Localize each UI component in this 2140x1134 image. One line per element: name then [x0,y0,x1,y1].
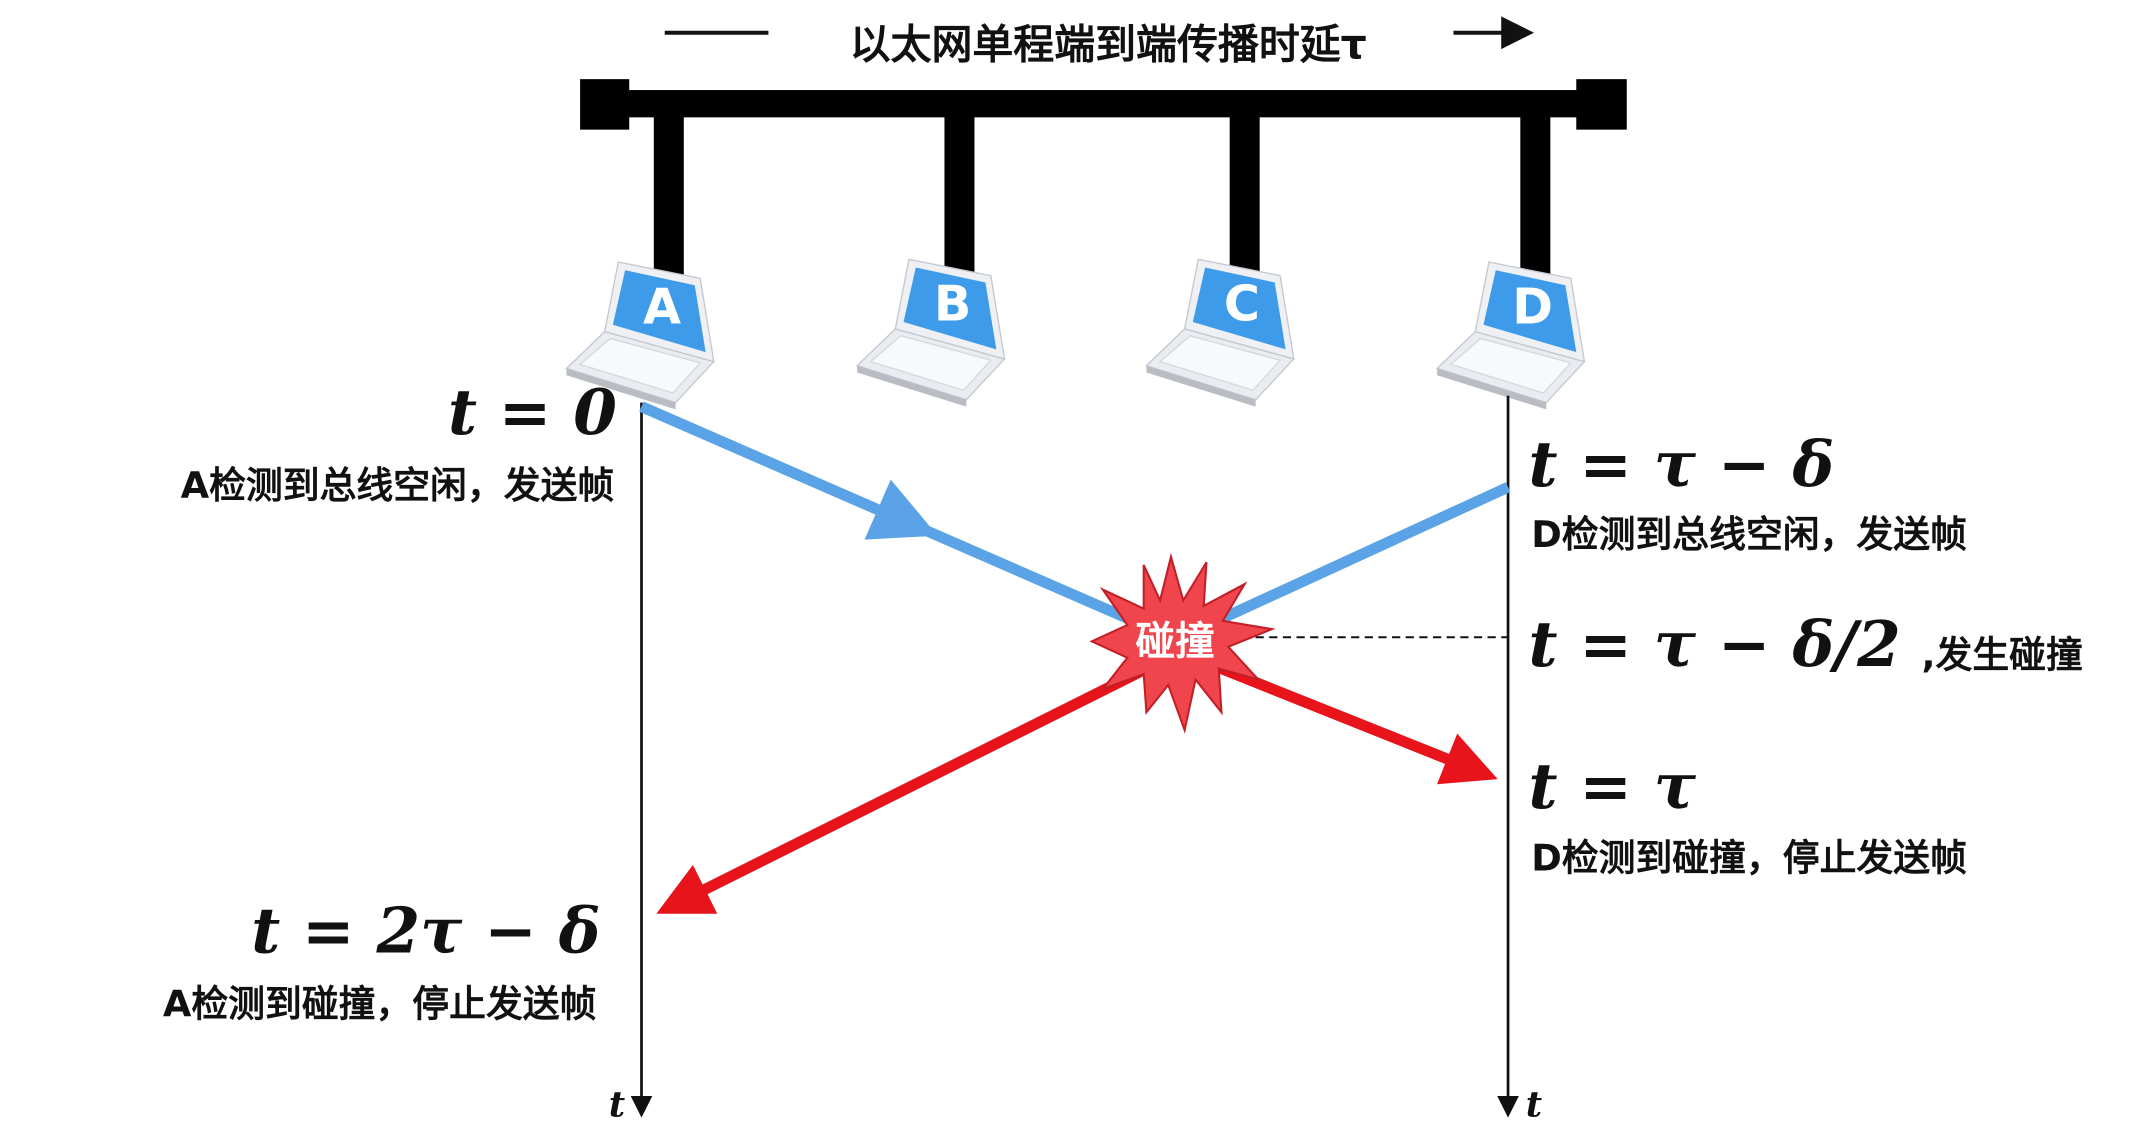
collision-burst-icon: 碰撞 [1089,552,1276,734]
event-d-start-time: t = τ − δ [1529,427,1835,501]
event-d-detect-desc: D检测到碰撞，停止发送帧 [1531,837,1967,880]
svg-text:B: B [934,275,971,333]
station-b-laptop-icon: B [856,258,1006,408]
time-axis-d-label: t [1526,1084,1543,1125]
svg-text:A: A [643,277,681,335]
event-a-detect-time: t = 2τ − δ [251,894,600,968]
time-axis-a-label: t [609,1084,626,1125]
svg-text:D: D [1512,277,1553,335]
event-d-detect-time: t = τ [1529,749,1697,823]
signal-a-arrow [639,401,938,540]
event-a-start-time: t = 0 [448,375,617,449]
collision-signal-to-a [656,656,1163,914]
signal-d-to-collision [1205,482,1511,630]
event-d-start-desc: D检测到总线空闲，发送帧 [1531,513,1967,556]
station-c-laptop-icon: C [1145,258,1295,408]
title: 以太网单程端到端传播时延τ [850,21,1367,69]
bus-terminator-right [1576,79,1627,130]
station-d-laptop-icon: D [1436,261,1586,411]
event-collision-desc: ,发生碰撞 [1922,633,2083,676]
station-a-laptop-icon: A [565,261,715,411]
collision-label: 碰撞 [1136,619,1215,665]
ethernet-bus [580,79,1627,284]
bus-terminator-left [580,79,630,130]
event-collision-time: t = τ − δ/2 [1529,607,1901,681]
event-a-start-desc: A检测到总线空闲，发送帧 [181,464,615,507]
collision-signal-to-d [1212,660,1498,785]
svg-text:C: C [1224,275,1260,333]
event-a-detect-desc: A检测到碰撞，停止发送帧 [163,983,597,1026]
